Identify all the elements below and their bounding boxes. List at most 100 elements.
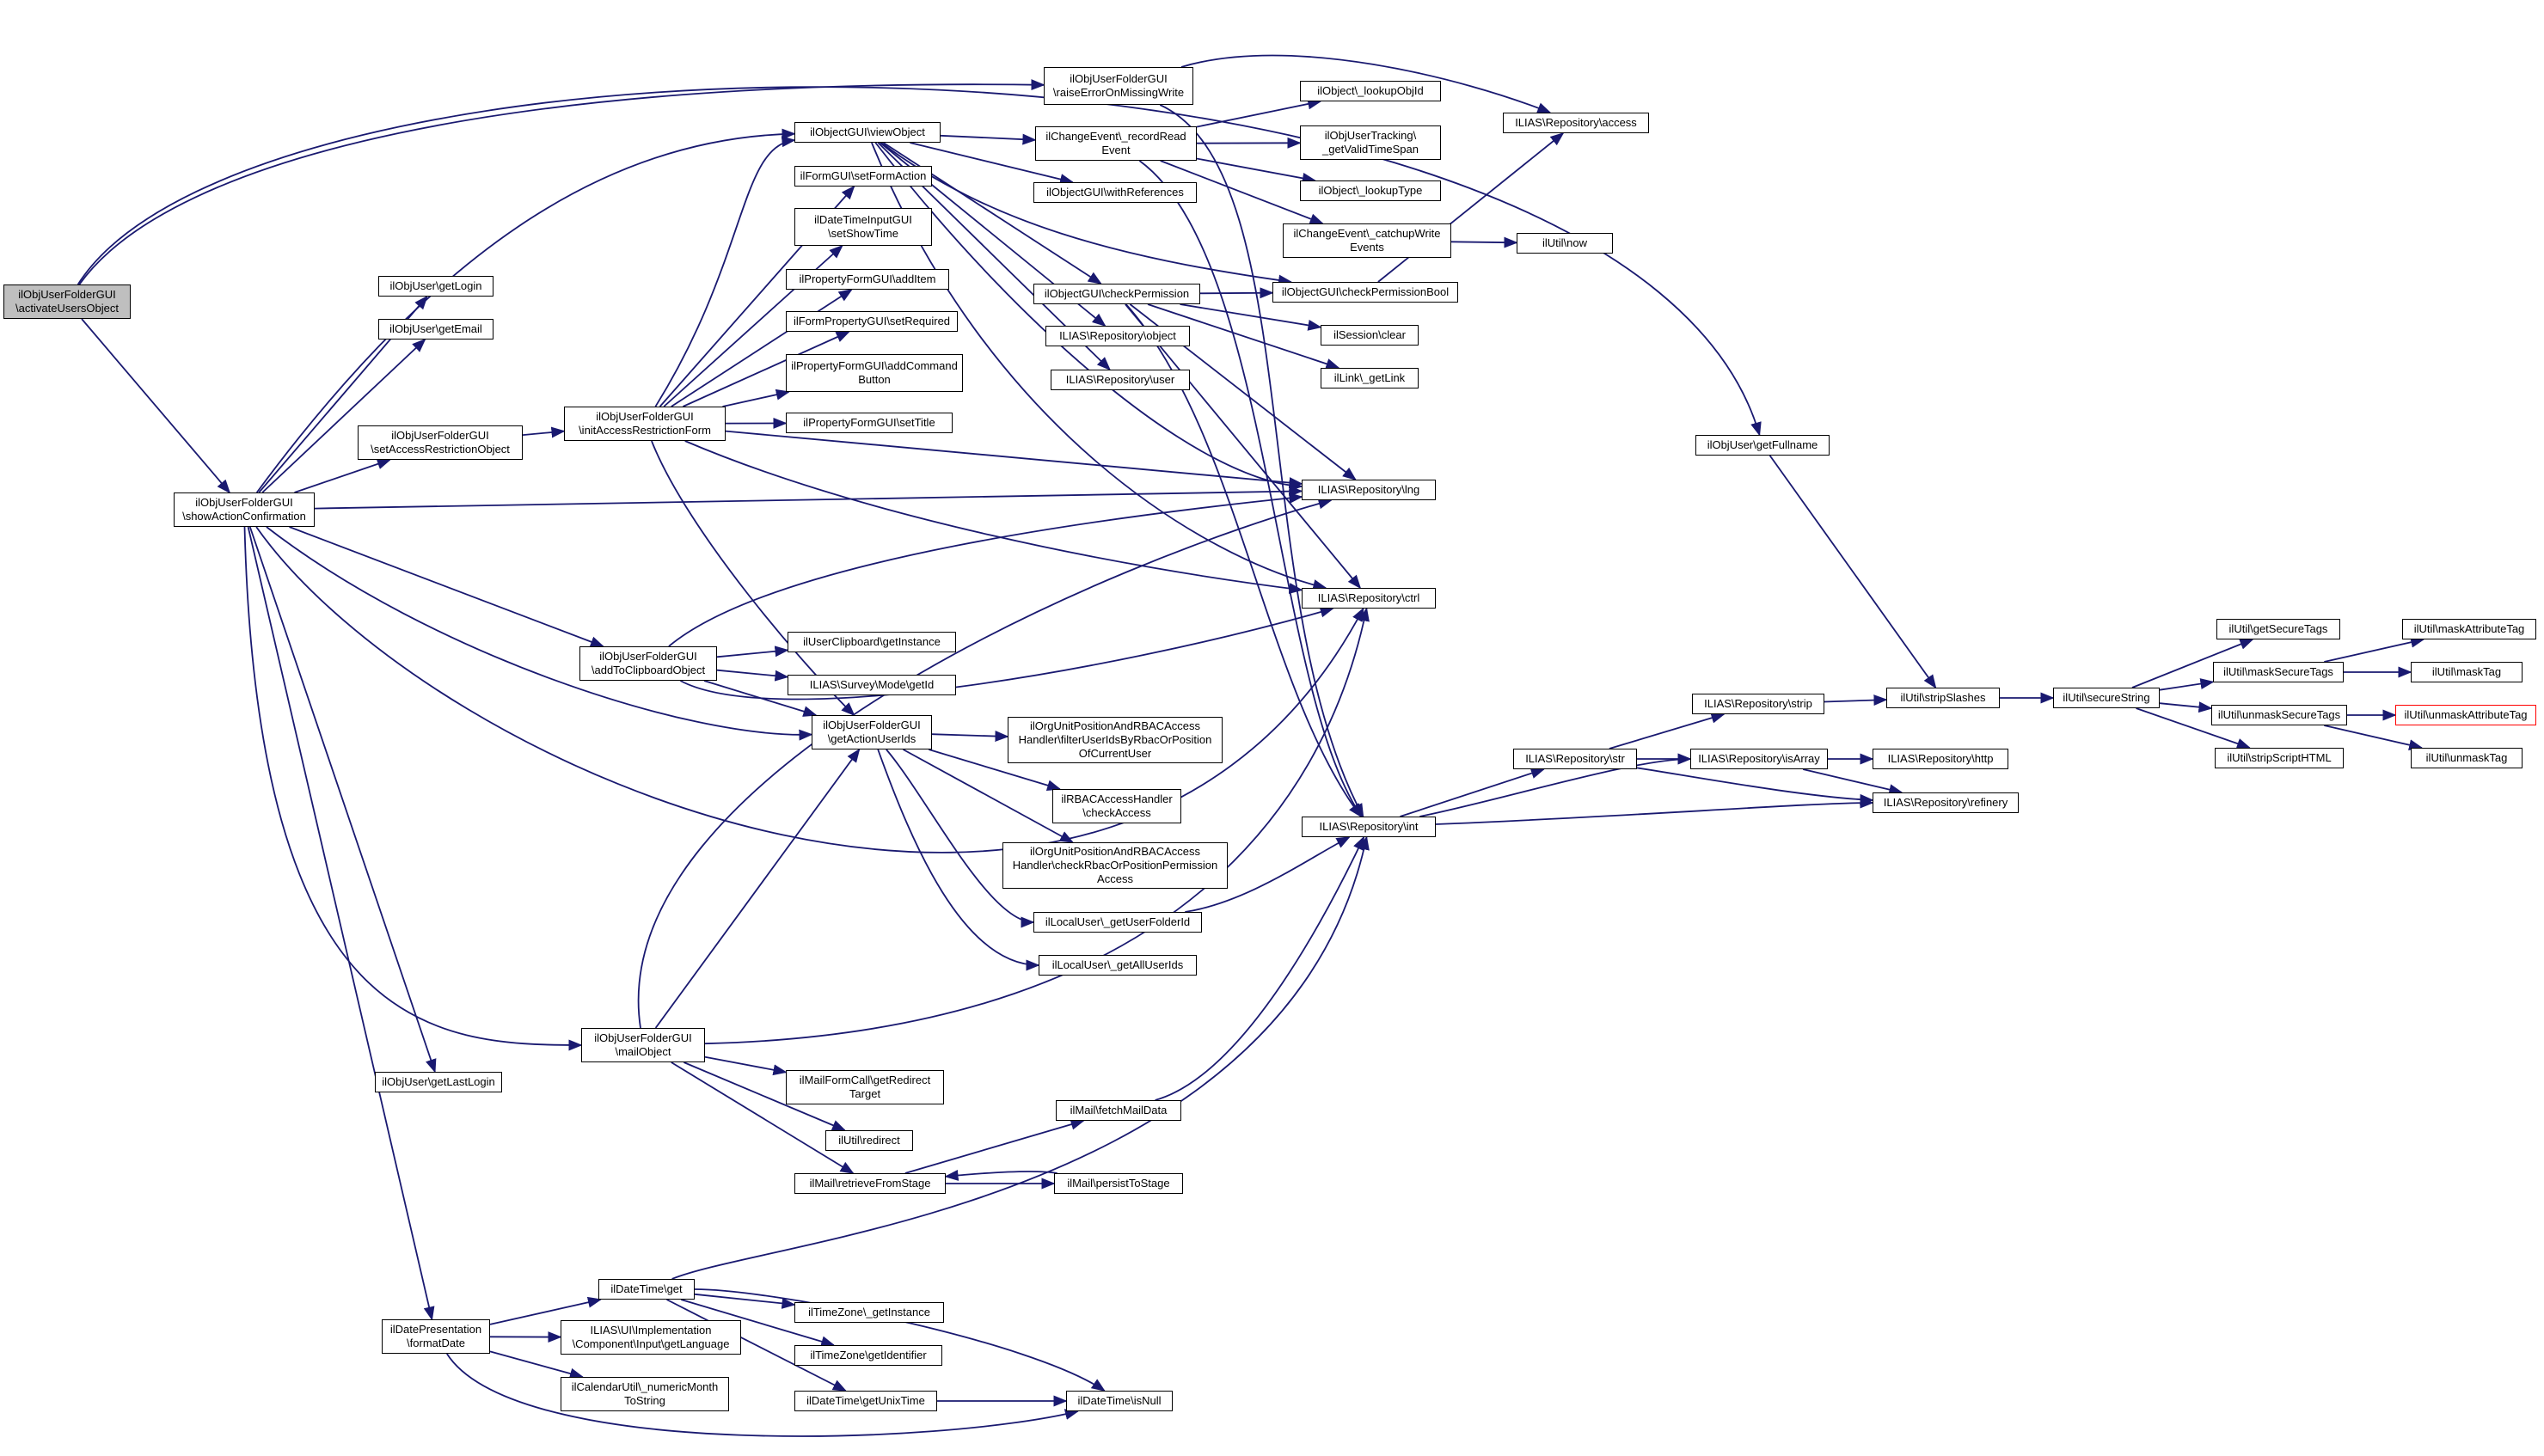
node-surveyGetId[interactable]: ILIAS\Survey\Mode\getId xyxy=(788,675,956,695)
edge-formatDate-to-isNull xyxy=(446,1353,1080,1437)
node-addItem[interactable]: ilPropertyFormGUI\addItem xyxy=(786,269,949,290)
node-initAccessRestrictionForm[interactable]: ilObjUserFolderGUI \initAccessRestrictio… xyxy=(564,407,726,441)
node-getLink[interactable]: ilLink\_getLink xyxy=(1321,368,1419,388)
edge-repoInt-to-repoStr xyxy=(1400,768,1546,817)
node-unmaskAttributeTag[interactable]: ilUtil\unmaskAttributeTag xyxy=(2395,705,2536,725)
node-isNull[interactable]: ilDateTime\isNull xyxy=(1066,1391,1173,1411)
node-retrieveFromStage[interactable]: ilMail\retrieveFromStage xyxy=(794,1173,946,1194)
edge-initAccessRestrictionForm-to-repoLng xyxy=(725,430,1303,489)
node-catchupWriteEvents[interactable]: ilChangeEvent\_catchupWrite Events xyxy=(1283,223,1451,258)
node-setFormAction[interactable]: ilFormGUI\setFormAction xyxy=(794,166,932,187)
node-repoStrip[interactable]: ILIAS\Repository\strip xyxy=(1692,694,1824,714)
node-addCommandButton[interactable]: ilPropertyFormGUI\addCommand Button xyxy=(786,354,963,392)
node-raiseErrorOnMissingWrite[interactable]: ilObjUserFolderGUI \raiseErrorOnMissingW… xyxy=(1044,67,1193,105)
node-lookupType[interactable]: ilObject\_lookupType xyxy=(1300,180,1441,201)
node-addToClipboardObject[interactable]: ilObjUserFolderGUI \addToClipboardObject xyxy=(579,646,717,681)
edge-recordReadEvent-to-lookupObjId xyxy=(1196,98,1322,128)
edge-repoIsArray-to-repoRefinery xyxy=(1802,768,1903,795)
node-showActionConfirmation[interactable]: ilObjUserFolderGUI \showActionConfirmati… xyxy=(174,492,315,527)
node-setTitle[interactable]: ilPropertyFormGUI\setTitle xyxy=(786,413,953,433)
edge-mailObject-to-getRedirectTarget xyxy=(704,1055,788,1076)
node-persistToStage[interactable]: ilMail\persistToStage xyxy=(1054,1173,1183,1194)
node-getLanguage[interactable]: ILIAS\UI\Implementation \Component\Input… xyxy=(561,1320,741,1355)
node-clipboardGetInstance[interactable]: ilUserClipboard\getInstance xyxy=(788,632,956,652)
node-getUserFolderId[interactable]: ilLocalUser\_getUserFolderId xyxy=(1033,912,1202,933)
node-repoAccess[interactable]: ILIAS\Repository\access xyxy=(1503,113,1649,133)
node-withReferences[interactable]: ilObjectGUI\withReferences xyxy=(1033,182,1197,203)
node-fetchMailData[interactable]: ilMail\fetchMailData xyxy=(1056,1100,1181,1121)
node-recordReadEvent[interactable]: ilChangeEvent\_recordRead Event xyxy=(1035,126,1197,161)
node-viewObject[interactable]: ilObjectGUI\viewObject xyxy=(794,122,941,143)
edge-secureString-to-unmaskSecureTags xyxy=(2159,701,2213,713)
node-getLastLogin[interactable]: ilObjUser\getLastLogin xyxy=(375,1072,502,1092)
edge-getActionUserIds-to-checkRbacOrPosition xyxy=(903,749,1075,843)
edge-showActionConfirmation-to-getEmail xyxy=(261,338,426,493)
node-sessionClear[interactable]: ilSession\clear xyxy=(1321,325,1419,346)
node-formatDate[interactable]: ilDatePresentation \formatDate xyxy=(382,1319,490,1354)
edge-retrieveFromStage-to-fetchMailData xyxy=(904,1118,1085,1174)
node-getLogin[interactable]: ilObjUser\getLogin xyxy=(378,276,493,297)
node-repoIsArray[interactable]: ILIAS\Repository\isArray xyxy=(1690,749,1828,769)
edge-activateUsersObject-to-getFullname xyxy=(77,86,1762,437)
node-rbacCheckAccess[interactable]: ilRBACAccessHandler \checkAccess xyxy=(1052,789,1181,823)
node-checkPermission[interactable]: ilObjectGUI\checkPermission xyxy=(1033,284,1200,304)
node-secureString[interactable]: ilUtil\secureString xyxy=(2053,688,2160,708)
node-numericMonthToString[interactable]: ilCalendarUtil\_numericMonth ToString xyxy=(561,1377,729,1411)
node-repoRefinery[interactable]: ILIAS\Repository\refinery xyxy=(1873,792,2019,813)
node-stripScriptHTML[interactable]: ilUtil\stripScriptHTML xyxy=(2215,748,2344,768)
node-repoInt[interactable]: ILIAS\Repository\int xyxy=(1302,817,1436,837)
node-dateTimeGet[interactable]: ilDateTime\get xyxy=(598,1279,695,1300)
edge-dateTimeGet-to-tzGetInstance xyxy=(694,1293,796,1309)
node-getUnixTime[interactable]: ilDateTime\getUnixTime xyxy=(794,1391,937,1411)
edge-showActionConfirmation-to-getActionUserIds xyxy=(266,526,813,741)
edge-getActionUserIds-to-rbacCheckAccess xyxy=(929,749,1062,791)
edge-initAccessRestrictionForm-to-setRequired xyxy=(683,331,850,407)
node-getActionUserIds[interactable]: ilObjUserFolderGUI \getActionUserIds xyxy=(812,715,932,749)
edge-addToClipboardObject-to-repoLng xyxy=(668,492,1303,647)
node-lookupObjId[interactable]: ilObject\_lookupObjId xyxy=(1300,81,1441,101)
edge-getActionUserIds-to-getUserFolderId xyxy=(886,749,1035,928)
node-repoStr[interactable]: ILIAS\Repository\str xyxy=(1513,749,1637,769)
node-repoObject[interactable]: ILIAS\Repository\object xyxy=(1045,326,1190,346)
node-activateUsersObject[interactable]: ilObjUserFolderGUI \activateUsersObject xyxy=(3,284,131,319)
edge-getUserFolderId-to-repoInt xyxy=(1185,836,1351,913)
edge-getFullname-to-stripSlashes xyxy=(1769,455,1937,689)
node-checkPermissionBool[interactable]: ilObjectGUI\checkPermissionBool xyxy=(1272,282,1458,303)
node-setShowTime[interactable]: ilDateTimeInputGUI \setShowTime xyxy=(794,208,932,246)
edge-repoStr-to-repoRefinery xyxy=(1636,767,1874,805)
node-repoHttp[interactable]: ILIAS\Repository\http xyxy=(1873,749,2008,769)
node-tzGetInstance[interactable]: ilTimeZone\_getInstance xyxy=(794,1302,944,1323)
node-getEmail[interactable]: ilObjUser\getEmail xyxy=(378,319,493,340)
node-getValidTimeSpan[interactable]: ilObjUserTracking\ _getValidTimeSpan xyxy=(1300,125,1441,160)
node-filterUserIds[interactable]: ilOrgUnitPositionAndRBACAccess Handler\f… xyxy=(1008,717,1223,763)
node-getAllUserIds[interactable]: ilLocalUser\_getAllUserIds xyxy=(1039,955,1197,976)
node-utilNow[interactable]: ilUtil\now xyxy=(1517,233,1613,254)
node-setAccessRestrictionObject[interactable]: ilObjUserFolderGUI \setAccessRestriction… xyxy=(358,425,523,460)
node-utilRedirect[interactable]: ilUtil\redirect xyxy=(825,1130,913,1151)
node-maskTag[interactable]: ilUtil\maskTag xyxy=(2411,662,2523,682)
node-maskAttributeTag[interactable]: ilUtil\maskAttributeTag xyxy=(2402,619,2536,639)
node-repoLng[interactable]: ILIAS\Repository\lng xyxy=(1302,480,1436,500)
edge-fetchMailData-to-repoInt xyxy=(1155,835,1365,1101)
edge-dateTimeGet-to-tzGetIdentifier xyxy=(680,1299,836,1348)
edge-getActionUserIds-to-getAllUserIds xyxy=(877,749,1040,971)
node-tzGetIdentifier[interactable]: ilTimeZone\getIdentifier xyxy=(794,1345,942,1366)
node-repoCtrl[interactable]: ILIAS\Repository\ctrl xyxy=(1302,588,1436,609)
node-unmaskTag[interactable]: ilUtil\unmaskTag xyxy=(2411,748,2523,768)
edge-addToClipboardObject-to-surveyGetId xyxy=(716,669,789,682)
node-getRedirectTarget[interactable]: ilMailFormCall\getRedirect Target xyxy=(786,1070,944,1104)
node-getFullname[interactable]: ilObjUser\getFullname xyxy=(1695,435,1830,456)
node-maskSecureTags[interactable]: ilUtil\maskSecureTags xyxy=(2213,662,2344,682)
node-getSecureTags[interactable]: ilUtil\getSecureTags xyxy=(2216,619,2340,639)
node-mailObject[interactable]: ilObjUserFolderGUI \mailObject xyxy=(581,1028,705,1062)
edge-repoInt-to-repoRefinery xyxy=(1435,797,1874,825)
edge-viewObject-to-checkPermissionBool xyxy=(880,142,1293,286)
node-checkRbacOrPosition[interactable]: ilOrgUnitPositionAndRBACAccess Handler\c… xyxy=(1002,842,1228,889)
edge-recordReadEvent-to-lookupType xyxy=(1196,157,1316,184)
edge-showActionConfirmation-to-setAccessRestrictionObject xyxy=(294,458,392,493)
node-unmaskSecureTags[interactable]: ilUtil\unmaskSecureTags xyxy=(2211,705,2347,725)
node-repoUser[interactable]: ILIAS\Repository\user xyxy=(1051,370,1190,390)
node-setRequired[interactable]: ilFormPropertyGUI\setRequired xyxy=(786,311,958,332)
node-stripSlashes[interactable]: ilUtil\stripSlashes xyxy=(1886,688,2000,708)
